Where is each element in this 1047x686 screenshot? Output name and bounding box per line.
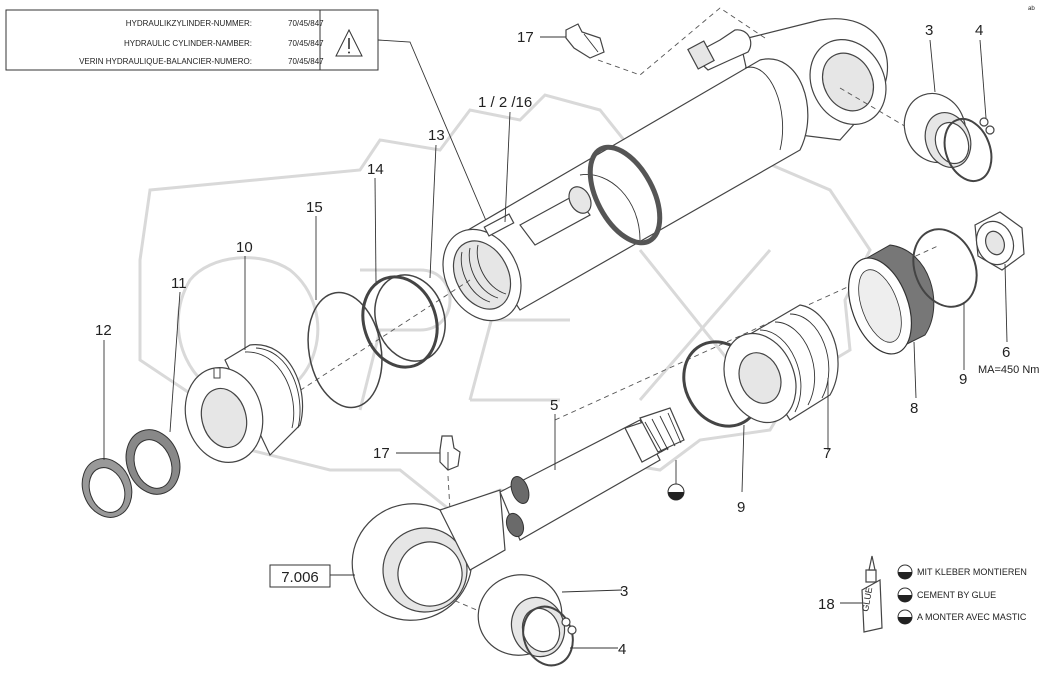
legend-item-2: A MONTER AVEC MASTIC bbox=[917, 612, 1027, 622]
seal-ring-14 bbox=[361, 275, 439, 369]
corner-mark: ᵃᵇ bbox=[1028, 4, 1035, 14]
guide-ring-8 bbox=[848, 244, 935, 355]
cylinder-barrel bbox=[442, 18, 889, 322]
callout-9-right: 9 bbox=[959, 371, 967, 388]
glue-half-circle-icon bbox=[897, 564, 913, 580]
cylinder-info-box: HYDRAULIKZYLINDER-NUMMER: 70/45/847 HYDR… bbox=[5, 9, 379, 71]
torque-spec: MA=450 Nm bbox=[978, 364, 1039, 376]
info-row-2-value: 70/45/847 bbox=[288, 57, 324, 66]
callout-17-mid: 17 bbox=[373, 445, 390, 462]
callout-9-mid: 9 bbox=[737, 499, 745, 516]
piston-7 bbox=[723, 304, 839, 424]
callout-7: 7 bbox=[823, 445, 831, 462]
wiper-ring-12 bbox=[81, 458, 133, 518]
legend-item-0: MIT KLEBER MONTIEREN bbox=[917, 567, 1027, 577]
callout-1-2-16: 1 / 2 /16 bbox=[478, 94, 532, 111]
leader-lines bbox=[103, 36, 1008, 649]
svg-text:GLUE: GLUE bbox=[860, 586, 874, 612]
guide-bushing-10 bbox=[184, 344, 304, 463]
callout-15: 15 bbox=[306, 199, 323, 216]
callout-5: 5 bbox=[550, 397, 558, 414]
info-row-2-label: VERIN HYDRAULIQUE-BALANCIER-NUMERO: bbox=[79, 57, 252, 66]
info-row-0-value: 70/45/847 bbox=[288, 19, 324, 28]
callout-3-top: 3 bbox=[925, 22, 933, 39]
warning-triangle-icon bbox=[335, 28, 363, 57]
info-row-1-value: 70/45/847 bbox=[288, 39, 324, 48]
seal-ring-13 bbox=[374, 274, 446, 362]
info-row-1-label: HYDRAULIC CYLINDER-NAMBER: bbox=[124, 39, 252, 48]
callouts: 17 1 / 2 /16 3 4 13 14 15 10 11 12 5 17 … bbox=[95, 22, 1039, 658]
callout-18: 18 bbox=[818, 596, 835, 613]
reference-box: 7.006 bbox=[269, 564, 331, 588]
circlip-top bbox=[943, 117, 995, 182]
lock-nut-6 bbox=[974, 211, 1025, 271]
callout-4-bottom: 4 bbox=[618, 641, 626, 658]
grease-nipple-mid bbox=[439, 435, 461, 471]
callout-11: 11 bbox=[171, 275, 187, 292]
grease-nipple-top bbox=[565, 23, 605, 59]
callout-17-top: 17 bbox=[517, 29, 534, 46]
bearing-bottom bbox=[477, 574, 566, 658]
callout-10: 10 bbox=[236, 239, 253, 256]
legend-item-1: CEMENT BY GLUE bbox=[917, 590, 996, 600]
glue-half-circle-icon bbox=[897, 609, 913, 625]
o-ring-15 bbox=[307, 291, 383, 409]
callout-12: 12 bbox=[95, 322, 112, 339]
callout-6: 6 bbox=[1002, 344, 1010, 361]
bearing-top bbox=[903, 92, 972, 168]
glue-tube-icon: GLUE bbox=[860, 555, 883, 633]
glue-half-circle-icon bbox=[897, 587, 913, 603]
callout-4-top: 4 bbox=[975, 22, 983, 39]
circlip-bottom bbox=[522, 605, 577, 667]
legend: MIT KLEBER MONTIEREN CEMENT BY GLUE A MO… bbox=[897, 564, 1027, 625]
glue-mark-rod bbox=[667, 460, 685, 501]
info-row-0-label: HYDRAULIKZYLINDER-NUMMER: bbox=[126, 19, 252, 28]
wiper-ring-11 bbox=[125, 429, 181, 495]
seal-ring-9-right bbox=[912, 228, 978, 308]
callout-8: 8 bbox=[910, 400, 918, 417]
callout-14: 14 bbox=[367, 161, 384, 178]
callout-3-bottom: 3 bbox=[620, 583, 628, 600]
reference-number: 7.006 bbox=[281, 569, 319, 586]
piston-rod bbox=[351, 407, 685, 621]
callout-13: 13 bbox=[428, 127, 445, 144]
